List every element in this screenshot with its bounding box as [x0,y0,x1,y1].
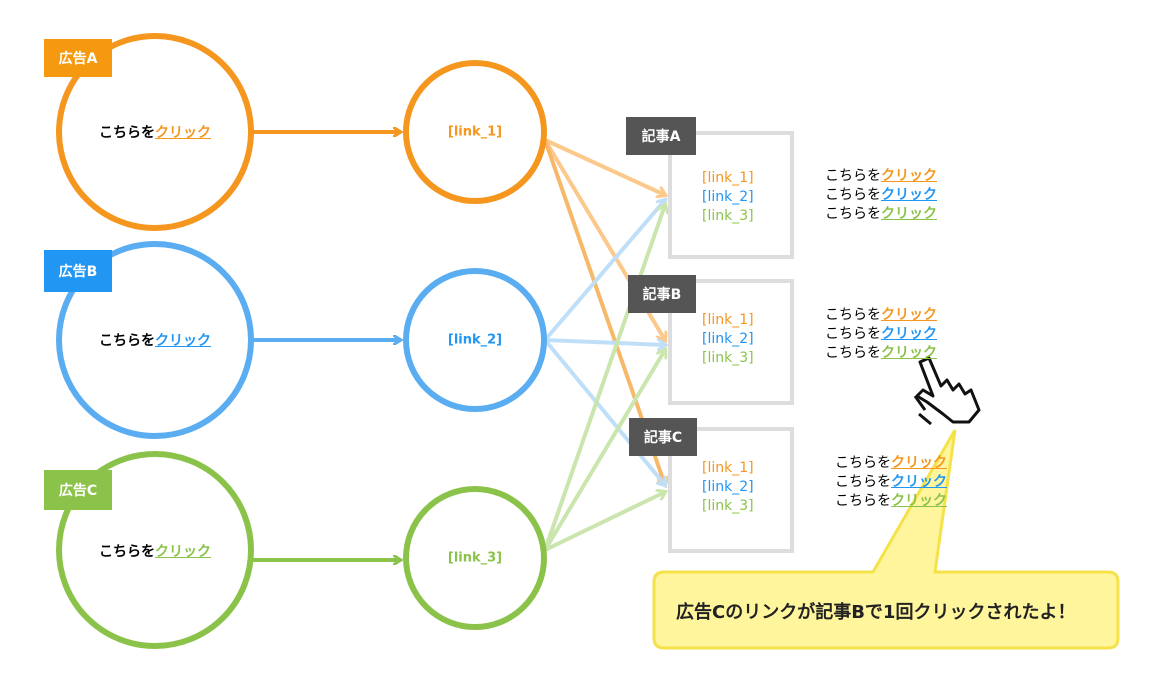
edge-link3-articleB [543,350,665,552]
article-c-link-1[interactable]: [link_1] [702,460,754,476]
fan-lines [543,138,665,552]
hand-pointer-icon [913,356,981,426]
ad-a-prefix: こちらを [99,125,155,141]
article-b-link-3[interactable]: [link_3] [702,350,754,366]
click-link-orange[interactable]: クリック [881,307,937,323]
click-link-blue[interactable]: クリック [891,474,947,490]
click-line: こちらをクリック [835,455,947,471]
link-node-3-text: [link_3] [447,550,503,566]
edge-link2-articleB [544,338,665,345]
ad-circle-a [56,33,254,231]
edge-link2-articleC [543,338,665,485]
article-a-click-lines: こちらをクリック こちらをクリック こちらをクリック [825,167,937,224]
article-b-link-1[interactable]: [link_1] [702,312,754,328]
callout-bubble [652,429,1120,650]
click-line: こちらをクリック [825,187,937,203]
ad-b-link[interactable]: クリック [155,333,211,349]
edge-link1-articleA [544,138,665,195]
ad-label-a: 広告A [44,39,112,77]
article-b-link-2[interactable]: [link_2] [702,331,754,347]
click-line: こちらをクリック [835,474,947,490]
link-node-2-text: [link_2] [447,332,503,348]
article-c-links: [link_1] [link_2] [link_3] [702,459,754,516]
click-line: こちらをクリック [825,307,937,323]
edge-link3-articleA [543,205,665,551]
article-a-links: [link_1] [link_2] [link_3] [702,169,754,226]
ad-a-text: こちらをクリック [99,122,211,142]
ad-a-link[interactable]: クリック [155,125,211,141]
link-node-circle-3 [403,486,547,630]
ad-c-link[interactable]: クリック [155,544,211,560]
click-line: こちらをクリック [825,206,937,222]
click-link-orange[interactable]: クリック [881,168,937,184]
ad-label-b: 広告B [44,250,112,292]
callout-text: 広告Cのリンクが記事Bで1回クリックされたよ！ [676,602,1076,623]
click-line: こちらをクリック [825,326,937,342]
link-node-circle-2 [403,268,547,412]
ad-label-c: 広告C [44,470,112,510]
click-line: こちらをクリック [825,168,937,184]
article-a-link-2[interactable]: [link_2] [702,189,754,205]
click-link-green[interactable]: クリック [891,493,947,509]
ad-circle-b [56,241,254,439]
click-line: こちらをクリック [825,345,937,361]
edge-link2-articleA [543,200,665,342]
click-line: こちらをクリック [835,493,947,509]
article-label-b: 記事B [628,275,696,313]
article-a-link-1[interactable]: [link_1] [702,170,754,186]
article-c-link-2[interactable]: [link_2] [702,479,754,495]
edge-link3-articleC [544,492,665,552]
article-label-c: 記事C [629,418,697,456]
click-link-orange[interactable]: クリック [891,455,947,471]
article-a-link-3[interactable]: [link_3] [702,208,754,224]
click-link-blue[interactable]: クリック [881,187,937,203]
article-b-links: [link_1] [link_2] [link_3] [702,311,754,368]
article-b-click-lines: こちらをクリック こちらをクリック こちらをクリック [825,306,937,363]
ad-b-text: こちらをクリック [99,330,211,350]
ad-c-prefix: こちらを [99,544,155,560]
click-link-green[interactable]: クリック [881,345,937,361]
ad-c-text: こちらをクリック [99,541,211,561]
link-node-1-text: [link_1] [447,124,503,140]
article-box-a [668,131,794,259]
article-c-link-3[interactable]: [link_3] [702,498,754,514]
article-c-click-lines: こちらをクリック こちらをクリック こちらをクリック [835,454,947,511]
click-link-green[interactable]: クリック [881,206,937,222]
article-label-a: 記事A [626,117,696,155]
link-node-circle-1 [403,60,547,204]
click-link-blue[interactable]: クリック [881,326,937,342]
ad-b-prefix: こちらを [99,333,155,349]
